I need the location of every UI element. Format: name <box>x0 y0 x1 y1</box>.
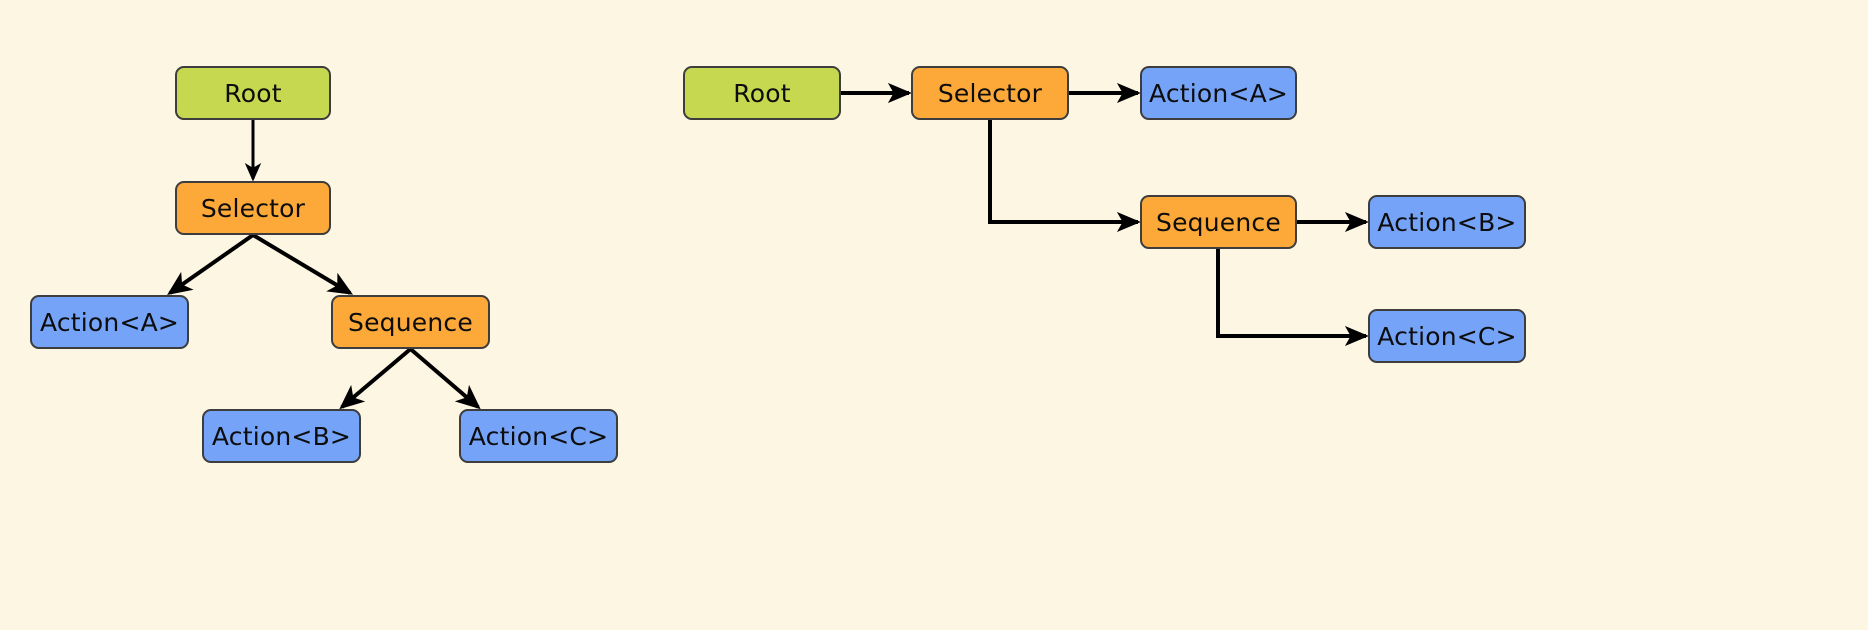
node-l-root[interactable]: Root <box>175 66 331 120</box>
node-l-actionB[interactable]: Action<B> <box>202 409 361 463</box>
node-r-actionC[interactable]: Action<C> <box>1368 309 1526 363</box>
node-label: Root <box>224 78 282 108</box>
node-r-actionA[interactable]: Action<A> <box>1140 66 1297 120</box>
edge-l-sequence-to-l-actionB <box>339 347 412 410</box>
node-r-sequence[interactable]: Sequence <box>1140 195 1297 249</box>
edge-l-selector-to-l-actionA <box>167 233 255 295</box>
node-r-actionB[interactable]: Action<B> <box>1368 195 1526 249</box>
node-label: Action<A> <box>39 307 180 337</box>
edge-paths <box>167 82 1369 410</box>
node-label: Action<B> <box>211 421 352 451</box>
edge-r-selector-to-r-sequence <box>988 120 1141 233</box>
node-l-sequence[interactable]: Sequence <box>331 295 490 349</box>
node-l-selector[interactable]: Selector <box>175 181 331 235</box>
node-r-selector[interactable]: Selector <box>911 66 1069 120</box>
node-label: Root <box>733 78 791 108</box>
node-l-actionA[interactable]: Action<A> <box>30 295 189 349</box>
node-label: Action<C> <box>1377 321 1517 351</box>
node-label: Action<C> <box>468 421 609 451</box>
node-label: Selector <box>937 78 1043 108</box>
edge-l-selector-to-l-sequence <box>251 233 354 295</box>
node-label: Action<A> <box>1148 78 1289 108</box>
edge-r-sequence-to-r-actionC <box>1216 249 1369 347</box>
node-label: Sequence <box>348 307 473 337</box>
node-l-actionC[interactable]: Action<C> <box>459 409 618 463</box>
node-label: Action<B> <box>1377 207 1517 237</box>
edge-l-sequence-to-l-actionC <box>409 347 481 410</box>
node-label: Sequence <box>1156 207 1281 237</box>
node-r-root[interactable]: Root <box>683 66 841 120</box>
node-label: Selector <box>200 193 306 223</box>
